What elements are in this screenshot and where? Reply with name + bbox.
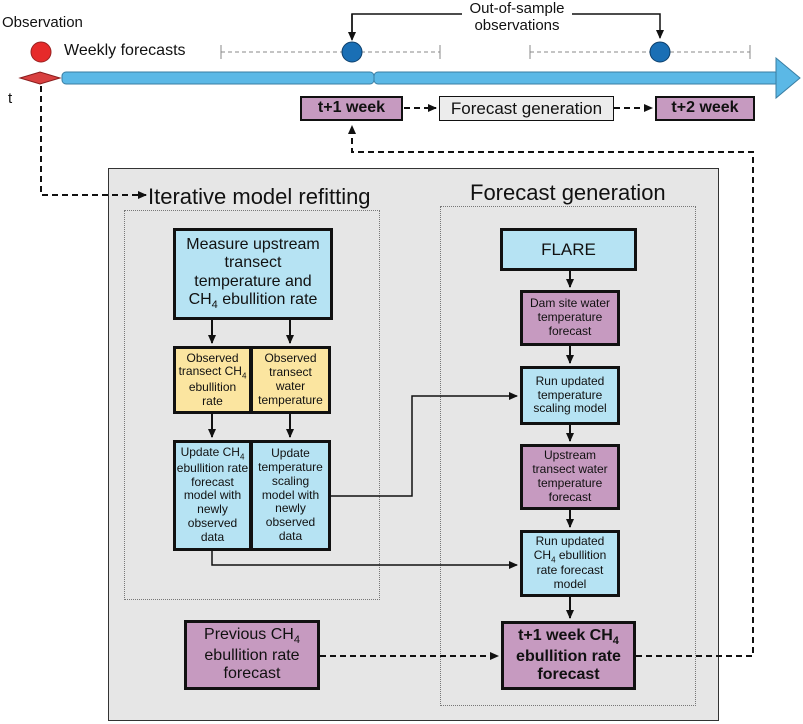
t-plus-1-week-box: t+1 week	[300, 96, 403, 121]
t-plus-2-week-box: t+2 week	[655, 96, 755, 121]
run-ch4-line2-sub: 4	[551, 555, 556, 565]
final-forecast-box: t+1 week CH4 ebullition rate forecast	[501, 621, 636, 690]
update-ch4-line3: forecast	[191, 474, 234, 489]
measure-upstream-box: Measure upstream transect temperature an…	[173, 228, 333, 320]
forecast-generation-timeline-label: Forecast generation	[450, 98, 603, 118]
final-line2: ebullition rate	[516, 647, 621, 665]
upstream-line4: forecast	[548, 489, 592, 504]
run-temperature-model-box: Run updated temperature scaling model	[520, 366, 620, 425]
measure-line1: Measure upstream	[186, 236, 320, 253]
upstream-line2: transect water	[532, 462, 608, 477]
update-temp-line2: temperature	[258, 460, 323, 474]
dam-site-forecast-box: Dam site water temperature forecast	[520, 290, 620, 346]
previous-line2: ebullition rate	[204, 647, 300, 665]
final-line1-sub: 4	[612, 634, 619, 647]
flare-box: FLARE	[500, 228, 637, 271]
obs-temp-line2: transect	[269, 365, 312, 380]
update-ch4-line1-a: Update CH	[180, 445, 240, 460]
previous-line1-sub: 4	[293, 634, 300, 647]
update-ch4-line1-sub: 4	[239, 452, 245, 462]
measure-line4-sub: 4	[211, 299, 218, 312]
update-temp-line1: Update	[271, 446, 310, 461]
final-line1-a: t+1 week CH	[518, 626, 613, 644]
measure-line3: temperature and	[194, 272, 312, 290]
run-temp-line3: scaling model	[533, 401, 607, 416]
obs-ch4-line2-sub: 4	[241, 371, 247, 381]
measure-line4-b: ebullition rate	[217, 291, 318, 309]
obs-ch4-line2-a: transect CH	[178, 364, 242, 379]
measure-line2: transect	[224, 254, 282, 272]
forecast-generation-panel	[440, 206, 696, 706]
update-ch4-line7: data	[200, 529, 225, 544]
previous-line1: Previous CH4	[204, 626, 300, 647]
dam-line3: forecast	[548, 323, 592, 338]
run-ch4-line2-b: ebullition	[555, 547, 607, 562]
forecast-window-2	[529, 45, 751, 59]
update-ch4-line2: ebullition rate	[176, 460, 249, 475]
observation-dot	[30, 41, 52, 63]
run-ch4-line2: CH4 ebullition	[533, 547, 607, 565]
out-of-sample-line2: observations	[474, 17, 560, 34]
obs-ch4-line3: ebullition	[188, 379, 237, 394]
t-plus-1-week-label: t+1 week	[317, 99, 386, 117]
update-temp-line5: newly	[275, 501, 306, 516]
previous-forecast-box: Previous CH4 ebullition rate forecast	[184, 620, 320, 690]
observation-label: Observation	[2, 14, 83, 31]
dam-line2: temperature	[537, 310, 603, 325]
measure-line4-a: CH	[188, 291, 212, 309]
out-of-sample-dot-1	[341, 41, 363, 63]
update-ch4-line1: Update CH4	[177, 445, 248, 462]
upstream-line3: temperature	[537, 476, 603, 490]
update-temperature-model-box: Update temperature scaling model with ne…	[250, 440, 331, 551]
obs-temp-line1: Observed	[264, 351, 317, 366]
upstream-line1: Upstream	[543, 448, 596, 463]
obs-ch4-line4: rate	[202, 393, 223, 408]
t-plus-2-week-label: t+2 week	[671, 99, 739, 117]
observed-ch4-box: Observed transect CH4 ebullition rate	[173, 346, 252, 414]
out-of-sample-line1: Out-of-sample	[469, 0, 565, 17]
update-temp-line3: scaling	[271, 473, 310, 488]
run-temp-line2: temperature	[537, 387, 603, 402]
obs-ch4-line2: transect CH4	[178, 364, 247, 381]
dam-line1: Dam site water	[529, 296, 611, 311]
forecast-window-1	[220, 45, 441, 59]
update-ch4-model-box: Update CH4 ebullition rate forecast mode…	[173, 440, 252, 551]
out-of-sample-dot-2	[649, 41, 671, 63]
final-line1: t+1 week CH4	[516, 627, 621, 648]
update-temp-line6: observed	[265, 515, 316, 530]
run-ch4-line3: rate forecast	[536, 563, 604, 578]
previous-line3: forecast	[223, 665, 281, 683]
forecast-generation-timeline-box: Forecast generation	[439, 96, 614, 121]
update-ch4-line4: model with	[183, 488, 242, 503]
update-ch4-line6: observed	[187, 516, 238, 531]
timeline-bar	[61, 56, 801, 100]
update-temp-line7: data	[278, 528, 303, 543]
final-line3: forecast	[537, 665, 600, 683]
forecast-generation-title: Forecast generation	[470, 180, 666, 205]
previous-line1-a: Previous CH	[204, 626, 294, 644]
refitting-title: Iterative model refitting	[148, 184, 371, 209]
refitting-panel	[124, 210, 380, 600]
measure-line4: CH4 ebullition rate	[186, 291, 319, 312]
obs-temp-line3: water	[275, 379, 306, 393]
weekly-forecasts-label: Weekly forecasts	[64, 42, 186, 59]
run-ch4-line4: model	[553, 577, 587, 592]
observed-temperature-box: Observed transect water temperature	[250, 346, 331, 414]
upstream-temperature-forecast-box: Upstream transect water temperature fore…	[520, 444, 620, 510]
t-diamond-marker	[18, 71, 62, 85]
flare-label: FLARE	[541, 239, 596, 259]
run-ch4-line2-a: CH	[533, 547, 552, 562]
obs-ch4-line1: Observed	[186, 350, 239, 365]
run-temp-line1: Run updated	[535, 373, 605, 388]
run-ch4-model-box: Run updated CH4 ebullition rate forecast…	[520, 530, 620, 597]
update-temp-line4: model with	[261, 487, 320, 502]
t-label: t	[8, 90, 13, 107]
out-of-sample-label: Out-of-sample observations	[462, 0, 572, 34]
obs-temp-line4: temperature	[258, 392, 323, 407]
update-ch4-line5: newly	[197, 502, 228, 517]
run-ch4-line1: Run updated	[535, 534, 605, 549]
